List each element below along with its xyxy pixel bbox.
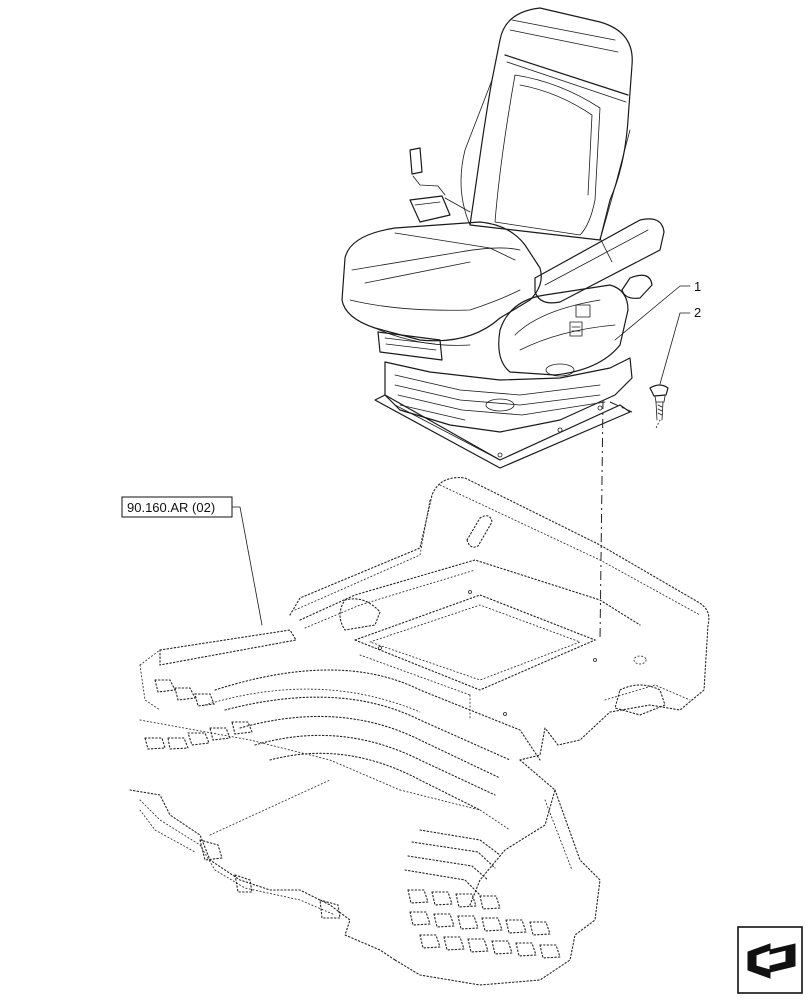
- bolt-center-line: [609, 401, 633, 413]
- navigation-arrow-icon[interactable]: [737, 926, 803, 994]
- bolt-screw: [649, 384, 669, 429]
- seat-assembly: [341, 7, 665, 469]
- reference-callout[interactable]: 90.160.AR (02): [121, 496, 263, 626]
- alignment-center-line: [599, 399, 604, 641]
- callout-leaders: [614, 285, 691, 385]
- cab-floor-mat: [129, 477, 710, 986]
- callout-1: 1: [694, 279, 701, 294]
- reference-label[interactable]: 90.160.AR (02): [127, 500, 215, 515]
- callout-2: 2: [694, 305, 701, 320]
